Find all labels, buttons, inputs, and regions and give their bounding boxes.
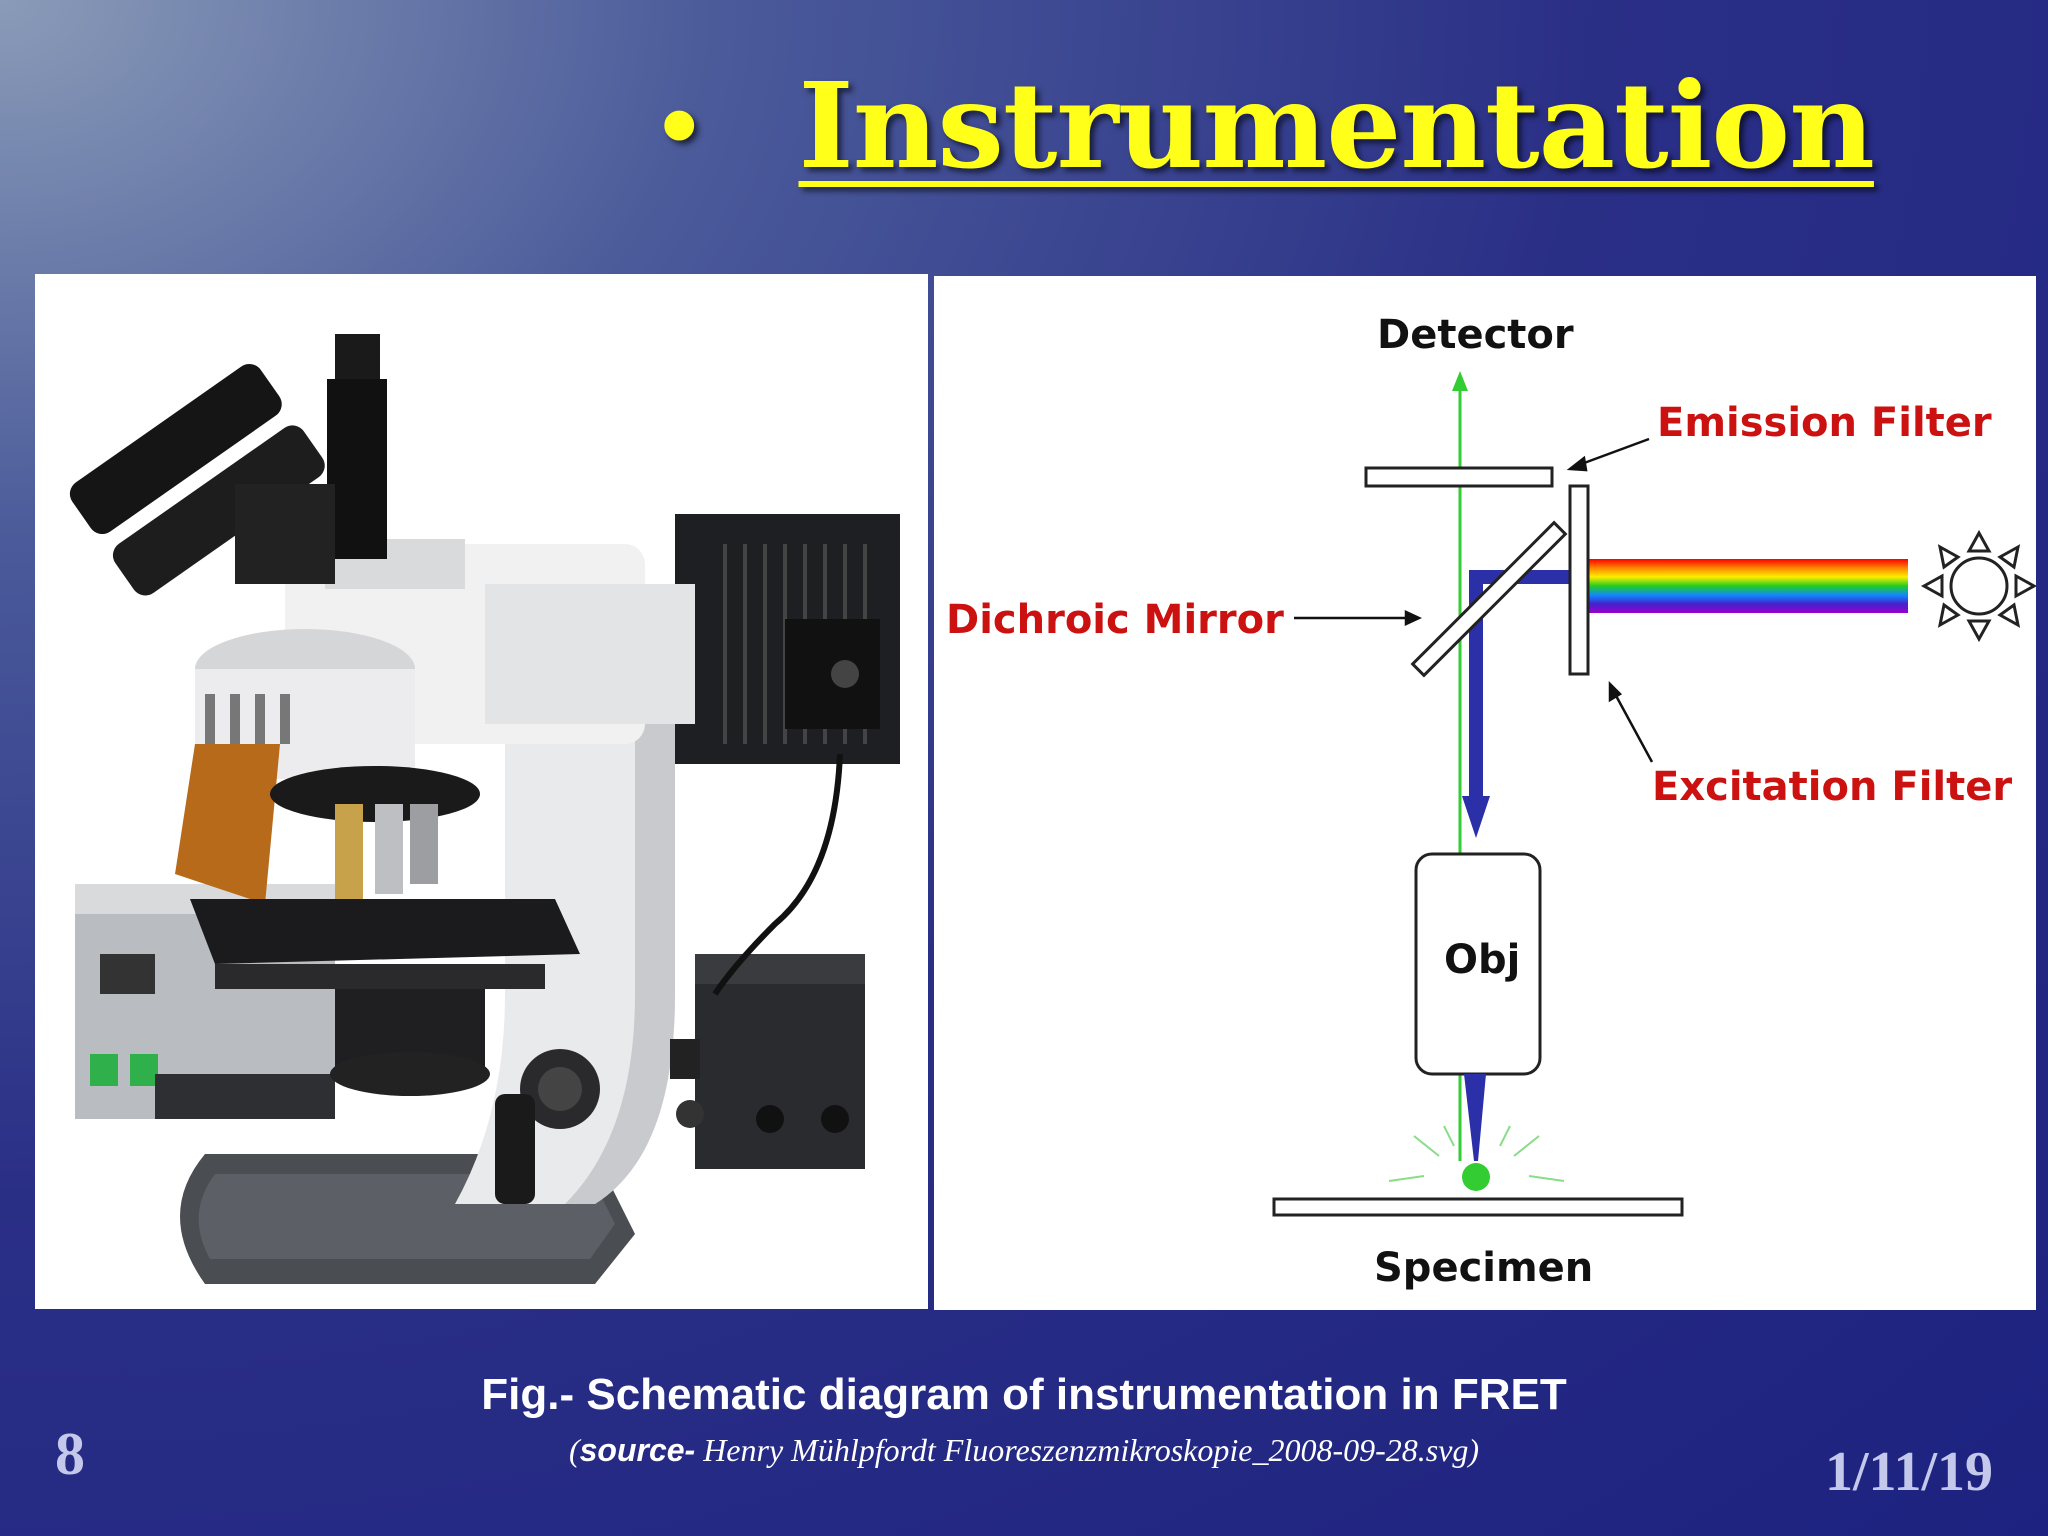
objective-label: Obj [1444, 937, 1520, 983]
emission-filter [1364, 466, 1554, 488]
schematic-svg: Detector Emission Filter Dichroic Mirror… [946, 312, 2036, 1291]
fluorescence-spot [1462, 1163, 1490, 1191]
slide-number: 8 [55, 1421, 85, 1487]
detector-label: Detector [1377, 312, 1574, 358]
microscope-photo [35, 274, 928, 1309]
specimen-label: Specimen [1374, 1245, 1593, 1291]
slide-date: 1/11/19 [1824, 1441, 1993, 1503]
source-close-paren: ) [1468, 1432, 1480, 1468]
slide-title-row: • Instrumentation [660, 40, 1875, 210]
dichroic-mirror [1410, 520, 1568, 678]
microscope-illustration [69, 334, 900, 1284]
light-source-icon [1920, 529, 2036, 643]
specimen-slide [1272, 1197, 1684, 1217]
figure-source: (source- Henry Mühlpfordt Fluoreszenzmik… [0, 1432, 2048, 1469]
excitation-filter-label: Excitation Filter [1652, 764, 2012, 810]
source-open-paren: ( [568, 1432, 580, 1468]
title-bullet: • [660, 63, 699, 186]
source-text: Henry Mühlpfordt Fluoreszenzmikroskopie_… [695, 1432, 1469, 1468]
figure-caption: Fig.- Schematic diagram of instrumentati… [481, 1370, 1567, 1419]
dichroic-mirror-label: Dichroic Mirror [946, 597, 1284, 643]
fret-schematic-diagram: Detector Emission Filter Dichroic Mirror… [934, 276, 2036, 1310]
slide-title: Instrumentation [798, 55, 1875, 195]
source-label: source- [579, 1432, 696, 1468]
excitation-filter [1568, 484, 1590, 676]
light-spectrum [1586, 559, 1908, 613]
emission-filter-label: Emission Filter [1657, 400, 1992, 446]
excitation-light-path [1444, 571, 1576, 796]
